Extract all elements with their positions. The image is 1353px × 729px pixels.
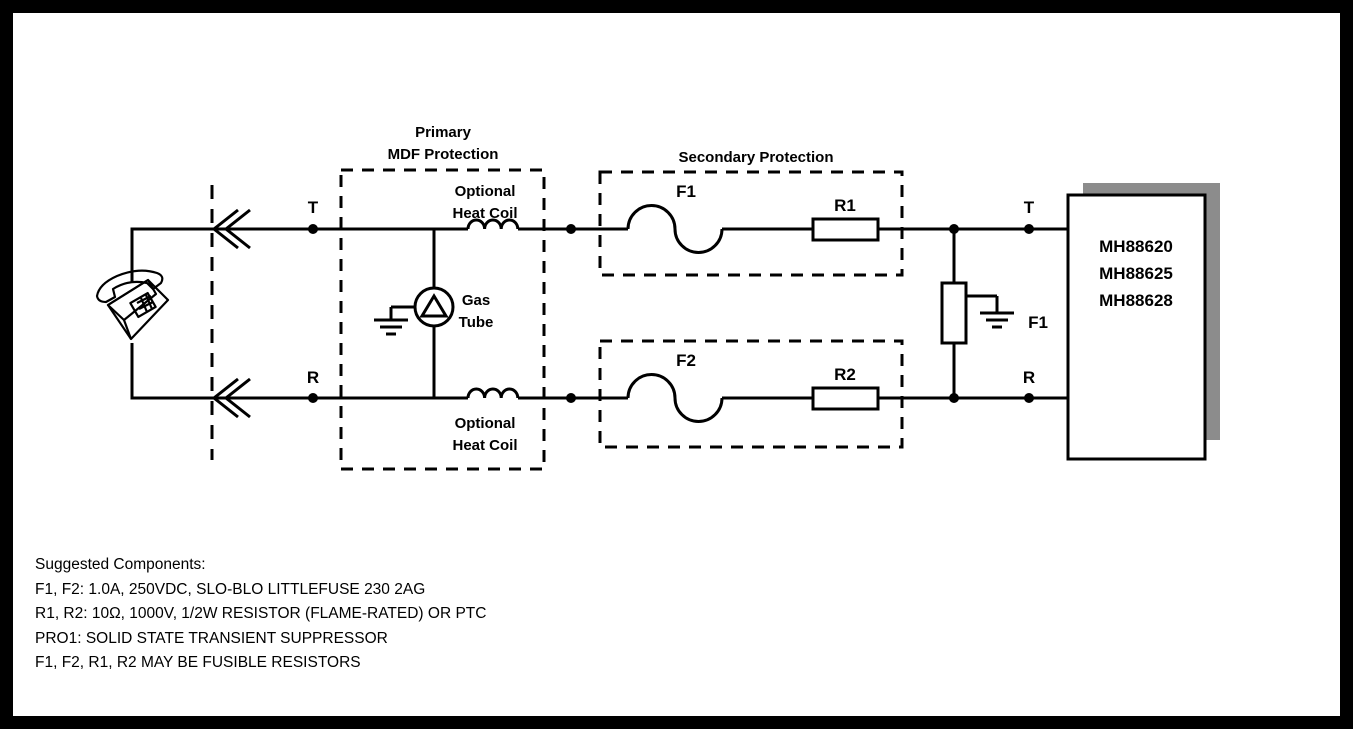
- ring-wire-phone: [130, 343, 210, 400]
- heat-coil-bottom-label: Optional: [455, 415, 516, 432]
- resistor-r2-label: R2: [834, 365, 856, 384]
- gas-tube-triangle: [419, 293, 449, 318]
- fuse-f2: [626, 373, 724, 423]
- telephone-icon: [95, 269, 170, 341]
- ring-label-right: R: [1023, 368, 1035, 387]
- device-part-number: MH88620: [1099, 237, 1173, 256]
- secondary-protection-box-bottom: [598, 339, 904, 449]
- fuse-f1: [626, 204, 724, 254]
- heat-coil-bottom-label: Heat Coil: [452, 437, 517, 454]
- junction-dots: [308, 224, 1034, 403]
- suppressor-label: F1: [1028, 313, 1048, 332]
- heat-coil-top-label: Heat Coil: [452, 205, 517, 222]
- primary-protection-title: Primary: [415, 124, 472, 141]
- heat-coil-top: [466, 218, 520, 230]
- ring-label-left: R: [307, 368, 319, 387]
- heat-coil-bottom: [466, 387, 520, 399]
- notes-line: R1, R2: 10Ω, 1000V, 1/2W RESISTOR (FLAME…: [35, 605, 487, 622]
- fuse-f1-label: F1: [676, 182, 696, 201]
- resistor-r2: [811, 386, 880, 411]
- ground-icon: [374, 318, 408, 336]
- heat-coil-top-label: Optional: [455, 183, 516, 200]
- secondary-protection-box-top: [598, 170, 904, 277]
- secondary-protection-title: Secondary Protection: [678, 149, 833, 166]
- notes-line: F1, F2: 1.0A, 250VDC, SLO-BLO LITTLEFUSE…: [35, 580, 426, 598]
- device-part-number: MH88628: [1099, 291, 1173, 310]
- suppressor-pro1: [940, 281, 968, 345]
- suggested-components-notes: Suggested Components: F1, F2: 1.0A, 250V…: [35, 553, 935, 676]
- gas-tube-label: Tube: [459, 314, 494, 331]
- device-part-number: MH88625: [1099, 264, 1173, 283]
- notes-heading: Suggested Components:: [35, 556, 206, 573]
- connector-icon: [211, 208, 251, 419]
- device-box: [1066, 193, 1207, 461]
- gas-tube-label: Gas: [462, 292, 490, 309]
- primary-protection-title: MDF Protection: [388, 146, 499, 163]
- resistor-r1-label: R1: [834, 196, 856, 215]
- tip-label-right: T: [1024, 198, 1035, 217]
- notes-line: F1, F2, R1, R2 MAY BE FUSIBLE RESISTORS: [35, 654, 361, 671]
- resistor-r1: [811, 217, 880, 242]
- fuse-f2-label: F2: [676, 351, 696, 370]
- tip-label-left: T: [308, 198, 319, 217]
- tip-wire-phone: [130, 227, 210, 282]
- ground-icon: [980, 311, 1014, 329]
- notes-line: PRO1: SOLID STATE TRANSIENT SUPPRESSOR: [35, 629, 388, 647]
